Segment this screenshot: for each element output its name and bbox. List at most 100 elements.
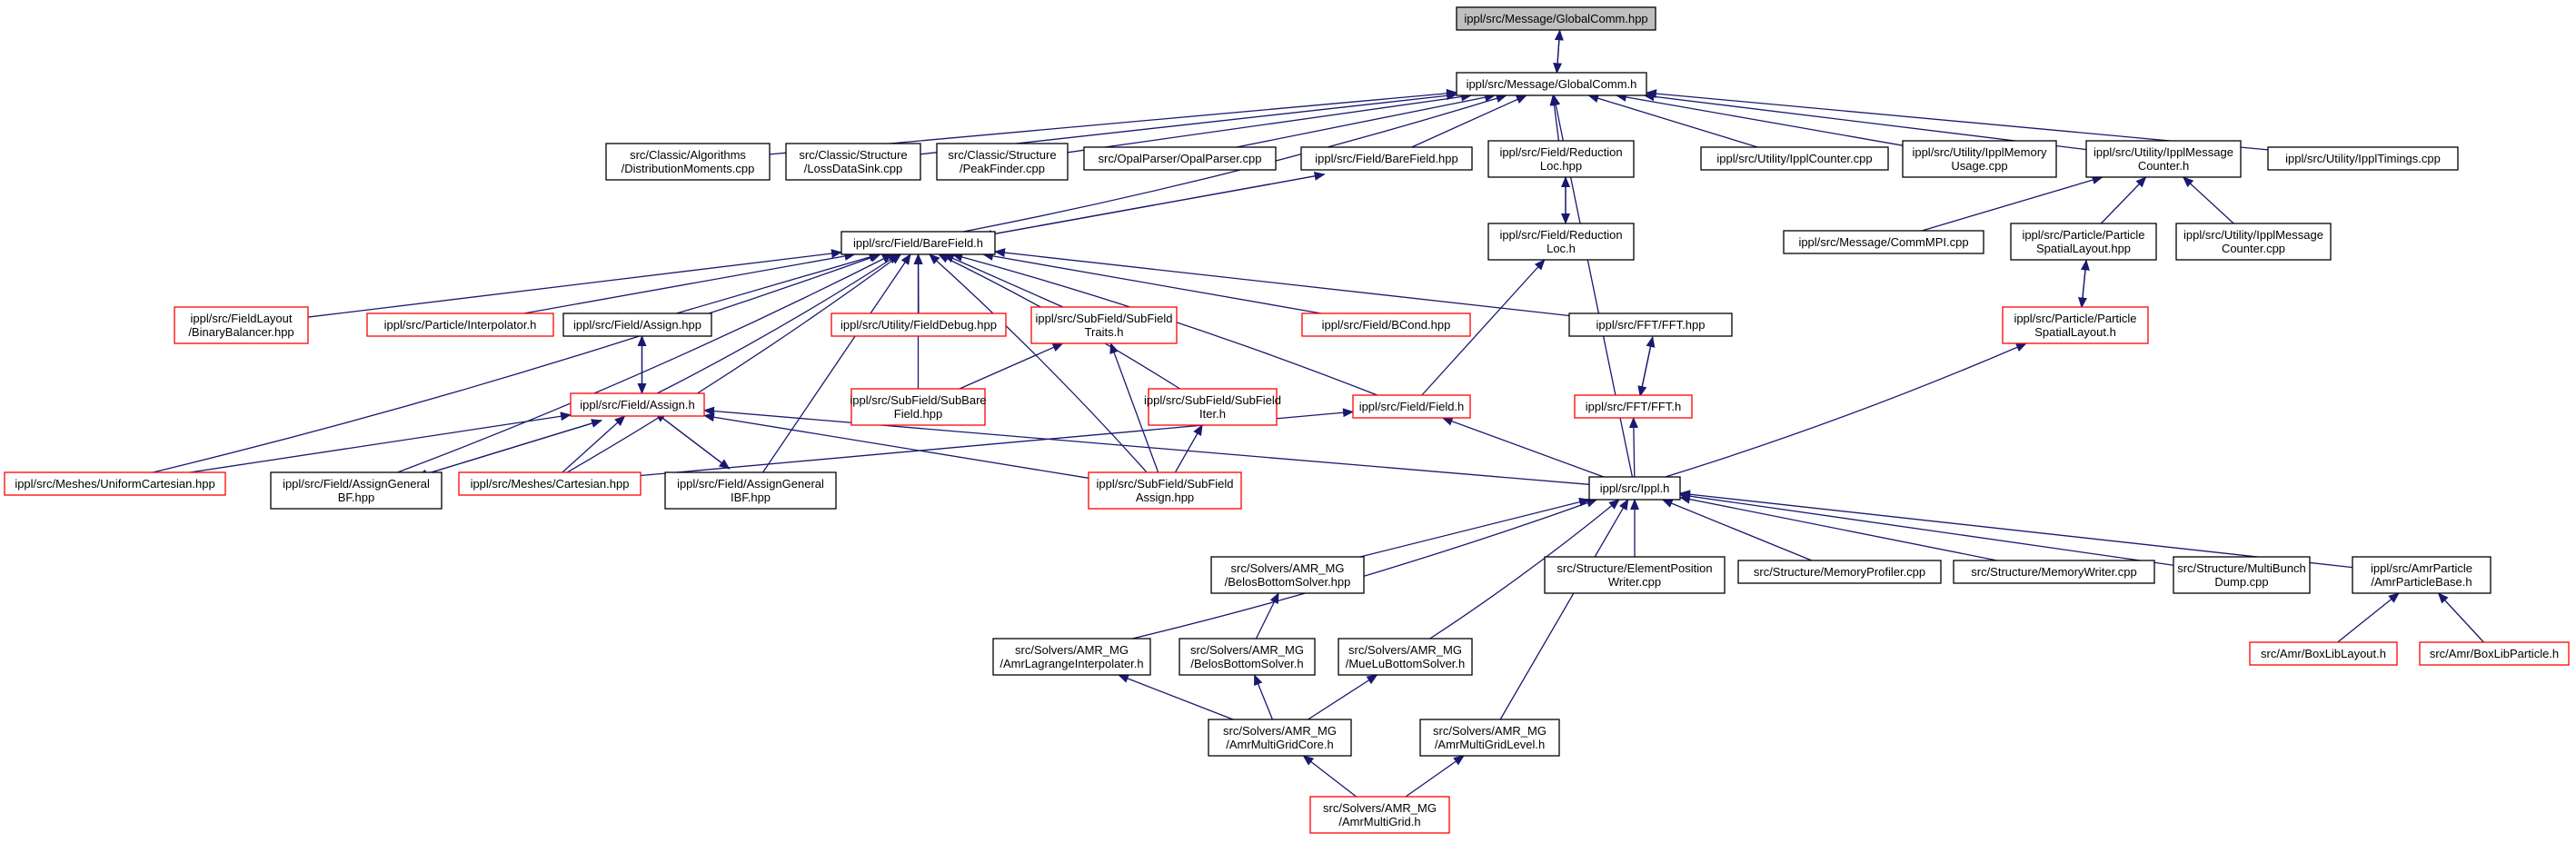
node-memprof-box: [1737, 560, 1942, 584]
node-assignhpp[interactable]: ippl/src/Field/Assign.hpp: [562, 312, 712, 337]
node-barefhpp-label-0: ippl/src/Field/BareField.hpp: [1315, 152, 1458, 165]
node-muelu[interactable]: src/Solvers/AMR_MG/MueLuBottomSolver.h: [1338, 638, 1473, 676]
node-unicart[interactable]: ippl/src/Meshes/UniformCartesian.hpp: [4, 471, 226, 496]
edge-barefhpp-to-bareh: [980, 174, 1325, 239]
node-belosbhpp[interactable]: src/Solvers/AMR_MG/BelosBottomSolver.hpp: [1210, 556, 1365, 594]
node-boxlibparticle[interactable]: src/Amr/BoxLibParticle.h: [2419, 641, 2570, 666]
node-memprof[interactable]: src/Structure/MemoryProfiler.cpp: [1737, 560, 1942, 584]
node-redloc_hpp-label-0: ippl/src/Field/Reduction: [1499, 145, 1622, 159]
node-cart-label-0: ippl/src/Meshes/Cartesian.hpp: [471, 477, 630, 491]
node-cart[interactable]: ippl/src/Meshes/Cartesian.hpp: [458, 471, 642, 496]
node-muelu-label-1: /MueLuBottomSolver.h: [1346, 657, 1466, 670]
node-sftraits-label-0: ippl/src/SubField/SubField: [1035, 312, 1172, 325]
node-commmpi-label-0: ippl/src/Message/CommMPI.cpp: [1798, 235, 1968, 249]
node-amrmg[interactable]: src/Solvers/AMR_MG/AmrMultiGrid.h: [1309, 796, 1450, 834]
node-sfiter-label-1: Iter.h: [1199, 407, 1226, 421]
node-ippltim-box: [2267, 146, 2459, 171]
edge-opalp-to-globalcomm: [1236, 93, 1497, 148]
node-subbare-box: [850, 388, 986, 426]
node-assignh[interactable]: ippl/src/Field/Assign.h: [570, 392, 705, 417]
node-ipplmsgh-box: [2085, 140, 2242, 178]
node-commmpi[interactable]: ippl/src/Message/CommMPI.cpp: [1783, 230, 1984, 254]
node-spatialhpp[interactable]: ippl/src/Particle/ParticleSpatialLayout.…: [2010, 223, 2157, 261]
node-distmom-label-0: src/Classic/Algorithms: [630, 148, 746, 162]
node-ffthpp-label-0: ippl/src/FFT/FFT.hpp: [1596, 318, 1706, 332]
edge-sfassign-to-assignh: [703, 412, 1089, 479]
node-assignhpp-label-0: ippl/src/Field/Assign.hpp: [573, 318, 701, 332]
node-bareh-label-0: ippl/src/Field/BareField.h: [853, 236, 983, 250]
node-binbal-box: [174, 306, 309, 344]
node-ffth[interactable]: ippl/src/FFT/FFT.h: [1574, 394, 1693, 419]
node-peakf[interactable]: src/Classic/Structure/PeakFinder.cpp: [936, 143, 1069, 181]
node-ffthpp[interactable]: ippl/src/FFT/FFT.hpp: [1568, 312, 1733, 337]
node-boxlibparticle-label-0: src/Amr/BoxLibParticle.h: [2430, 647, 2559, 660]
edge-belosbhpp-to-ipplh: [1359, 497, 1590, 558]
edge-assignh-to-bareh: [656, 253, 900, 394]
edge-fieldh-to-redloc_h: [1421, 259, 1546, 396]
node-root[interactable]: ippl/src/Message/GlobalComm.hpp: [1456, 6, 1656, 31]
edge-barefhpp-to-globalcomm: [1411, 94, 1527, 148]
node-bareh[interactable]: ippl/src/Field/BareField.h: [840, 231, 996, 255]
node-bareh-box: [840, 231, 996, 255]
node-ffthpp-box: [1568, 312, 1733, 337]
node-belosbh[interactable]: src/Solvers/AMR_MG/BelosBottomSolver.h: [1179, 638, 1316, 676]
node-bcond-box: [1301, 312, 1471, 337]
node-belosbhpp-label-1: /BelosBottomSolver.hpp: [1225, 575, 1351, 589]
node-ipplh[interactable]: ippl/src/Ippl.h: [1588, 476, 1681, 501]
node-bcond[interactable]: ippl/src/Field/BCond.hpp: [1301, 312, 1471, 337]
node-mgcore[interactable]: src/Solvers/AMR_MG/AmrMultiGridCore.h: [1208, 719, 1352, 757]
edge-spatialhpp-to-spatialh: [2078, 260, 2087, 309]
node-amrmg-label-1: /AmrMultiGrid.h: [1338, 815, 1420, 828]
node-ipplmsgh-label-1: Counter.h: [2138, 159, 2189, 173]
node-memwriter[interactable]: src/Structure/MemoryWriter.cpp: [1953, 560, 2155, 584]
node-opalp[interactable]: src/OpalParser/OpalParser.cpp: [1083, 146, 1277, 171]
edge-memwriter-to-ipplh: [1679, 494, 1997, 561]
node-fielddebug[interactable]: ippl/src/Utility/FieldDebug.hpp: [830, 312, 1007, 337]
node-boxliblayout[interactable]: src/Amr/BoxLibLayout.h: [2249, 641, 2398, 666]
node-muelu-box: [1338, 638, 1473, 676]
node-spatialh[interactable]: ippl/src/Particle/ParticleSpatialLayout.…: [2002, 306, 2149, 344]
node-elempos-label-1: Writer.cpp: [1608, 575, 1661, 589]
node-lossds-label-0: src/Classic/Structure: [799, 148, 907, 162]
node-globalcomm[interactable]: ippl/src/Message/GlobalComm.h: [1456, 72, 1647, 96]
node-multibunch-box: [2173, 556, 2311, 594]
node-barefhpp[interactable]: ippl/src/Field/BareField.hpp: [1300, 146, 1473, 171]
node-amrlag[interactable]: src/Solvers/AMR_MG/AmrLagrangeInterpolat…: [992, 638, 1151, 676]
node-ipplcounter[interactable]: ippl/src/Utility/IpplCounter.cpp: [1700, 146, 1889, 171]
node-amrlag-label-0: src/Solvers/AMR_MG: [1015, 643, 1129, 657]
node-distmom[interactable]: src/Classic/Algorithms/DistributionMomen…: [605, 143, 771, 181]
nodes-layer: ippl/src/Message/GlobalComm.hpp ippl/src/…: [4, 6, 2570, 834]
edge-ipplh-to-fieldh: [1441, 417, 1605, 478]
node-sftraits-label-1: Traits.h: [1085, 325, 1124, 339]
node-ippltim[interactable]: ippl/src/Utility/IpplTimings.cpp: [2267, 146, 2459, 171]
node-distmom-box: [605, 143, 771, 181]
node-distmom-label-1: /DistributionMoments.cpp: [622, 162, 755, 175]
node-spatialh-label-1: SpatialLayout.h: [2034, 325, 2116, 339]
node-lossds-box: [785, 143, 921, 181]
node-globalcomm-box: [1456, 72, 1647, 96]
node-fieldh[interactable]: ippl/src/Field/Field.h: [1352, 394, 1471, 419]
edge-sfassign-to-sftraits: [1109, 342, 1159, 473]
edge-peakf-to-globalcomm: [1067, 92, 1473, 154]
node-mglevel[interactable]: src/Solvers/AMR_MG/AmrMultiGridLevel.h: [1419, 719, 1560, 757]
edge-boxliblayout-to-amrpbase: [2337, 592, 2400, 643]
edge-ipplmsgcpp-to-ipplmsgh: [2183, 176, 2234, 224]
node-mglevel-label-0: src/Solvers/AMR_MG: [1433, 724, 1547, 738]
node-lossds[interactable]: src/Classic/Structure/LossDataSink.cpp: [785, 143, 921, 181]
node-interp[interactable]: ippl/src/Particle/Interpolator.h: [366, 312, 554, 337]
node-amrpbase[interactable]: ippl/src/AmrParticle/AmrParticleBase.h: [2352, 556, 2491, 594]
node-binbal[interactable]: ippl/src/FieldLayout/BinaryBalancer.hpp: [174, 306, 309, 344]
